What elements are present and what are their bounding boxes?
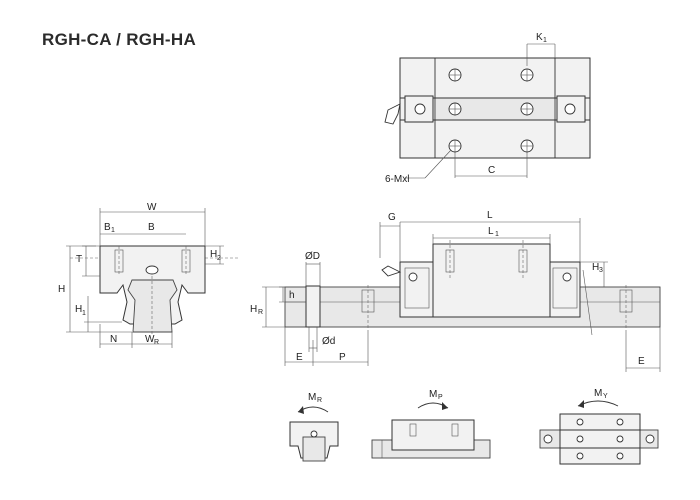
dim-h2-label: H: [210, 249, 217, 260]
moment-mp-label: M: [429, 389, 437, 400]
side-grease-nipple-icon: [381, 265, 402, 277]
moment-mp-block: [391, 419, 475, 451]
side-block-top: [432, 243, 551, 318]
grease-nipple-icon: [384, 103, 401, 125]
dim-k1-sub: 1: [543, 37, 547, 44]
page-title: RGH-CA / RGH-HA: [42, 30, 197, 49]
dim-h1-sub: 1: [82, 310, 86, 317]
dim-c-label: C: [488, 165, 495, 176]
dim-h-label: H: [58, 284, 65, 295]
dim-g-label: G: [388, 212, 396, 223]
side-rail-end: [305, 285, 321, 328]
dim-h2-sub: 2: [217, 255, 221, 262]
side-view: G L L 1 H 3 ØD h H R Ød E P: [250, 210, 661, 372]
moment-mp-view: M P: [371, 389, 491, 459]
dim-t-label: T: [76, 254, 82, 265]
dim-l1-label: L: [488, 226, 494, 237]
dim-hr-sub: R: [258, 309, 263, 316]
dim-od-small-label: Ød: [322, 336, 335, 347]
moment-my-view: M Y: [539, 388, 659, 465]
dim-b-label: B: [148, 222, 155, 233]
dim-wr-label: W: [145, 334, 155, 345]
dim-h3-sub: 3: [599, 267, 603, 274]
dim-h-small-label: h: [289, 290, 295, 301]
dim-n-label: N: [110, 334, 117, 345]
dim-e-right-label: E: [638, 356, 645, 367]
top-view: K 1 C 6-Mxl: [384, 32, 591, 185]
front-rail-profile: [127, 279, 178, 333]
front-grease-nipple-icon: [145, 265, 159, 275]
moment-mr-label: M: [308, 392, 316, 403]
moment-mp-sub: P: [438, 394, 443, 401]
front-view: W B 1 B T H 2 H H 1 N W R: [58, 202, 238, 348]
moment-my-block: [559, 413, 641, 465]
dim-b1-sub: 1: [111, 227, 115, 234]
dim-w-label: W: [147, 202, 157, 213]
dim-l-label: L: [487, 210, 493, 221]
moment-mr-view: M R: [289, 392, 339, 462]
moment-mr-sub: R: [317, 397, 322, 404]
dim-h1-label: H: [75, 304, 82, 315]
top-mounting-holes: [414, 68, 576, 153]
moment-my-label: M: [594, 388, 602, 399]
dim-k1-label: K: [536, 32, 543, 43]
dim-mxl-label: 6-Mxl: [385, 174, 409, 185]
dim-b1-label: B: [104, 222, 111, 233]
dim-hr-label: H: [250, 304, 257, 315]
dim-wr-sub: R: [154, 339, 159, 346]
dim-l1-sub: 1: [495, 231, 499, 238]
dim-e-label: E: [296, 352, 303, 363]
moment-my-sub: Y: [603, 393, 608, 400]
dim-od-label: ØD: [305, 251, 320, 262]
dim-h3-label: H: [592, 262, 599, 273]
dim-p-label: P: [339, 352, 346, 363]
